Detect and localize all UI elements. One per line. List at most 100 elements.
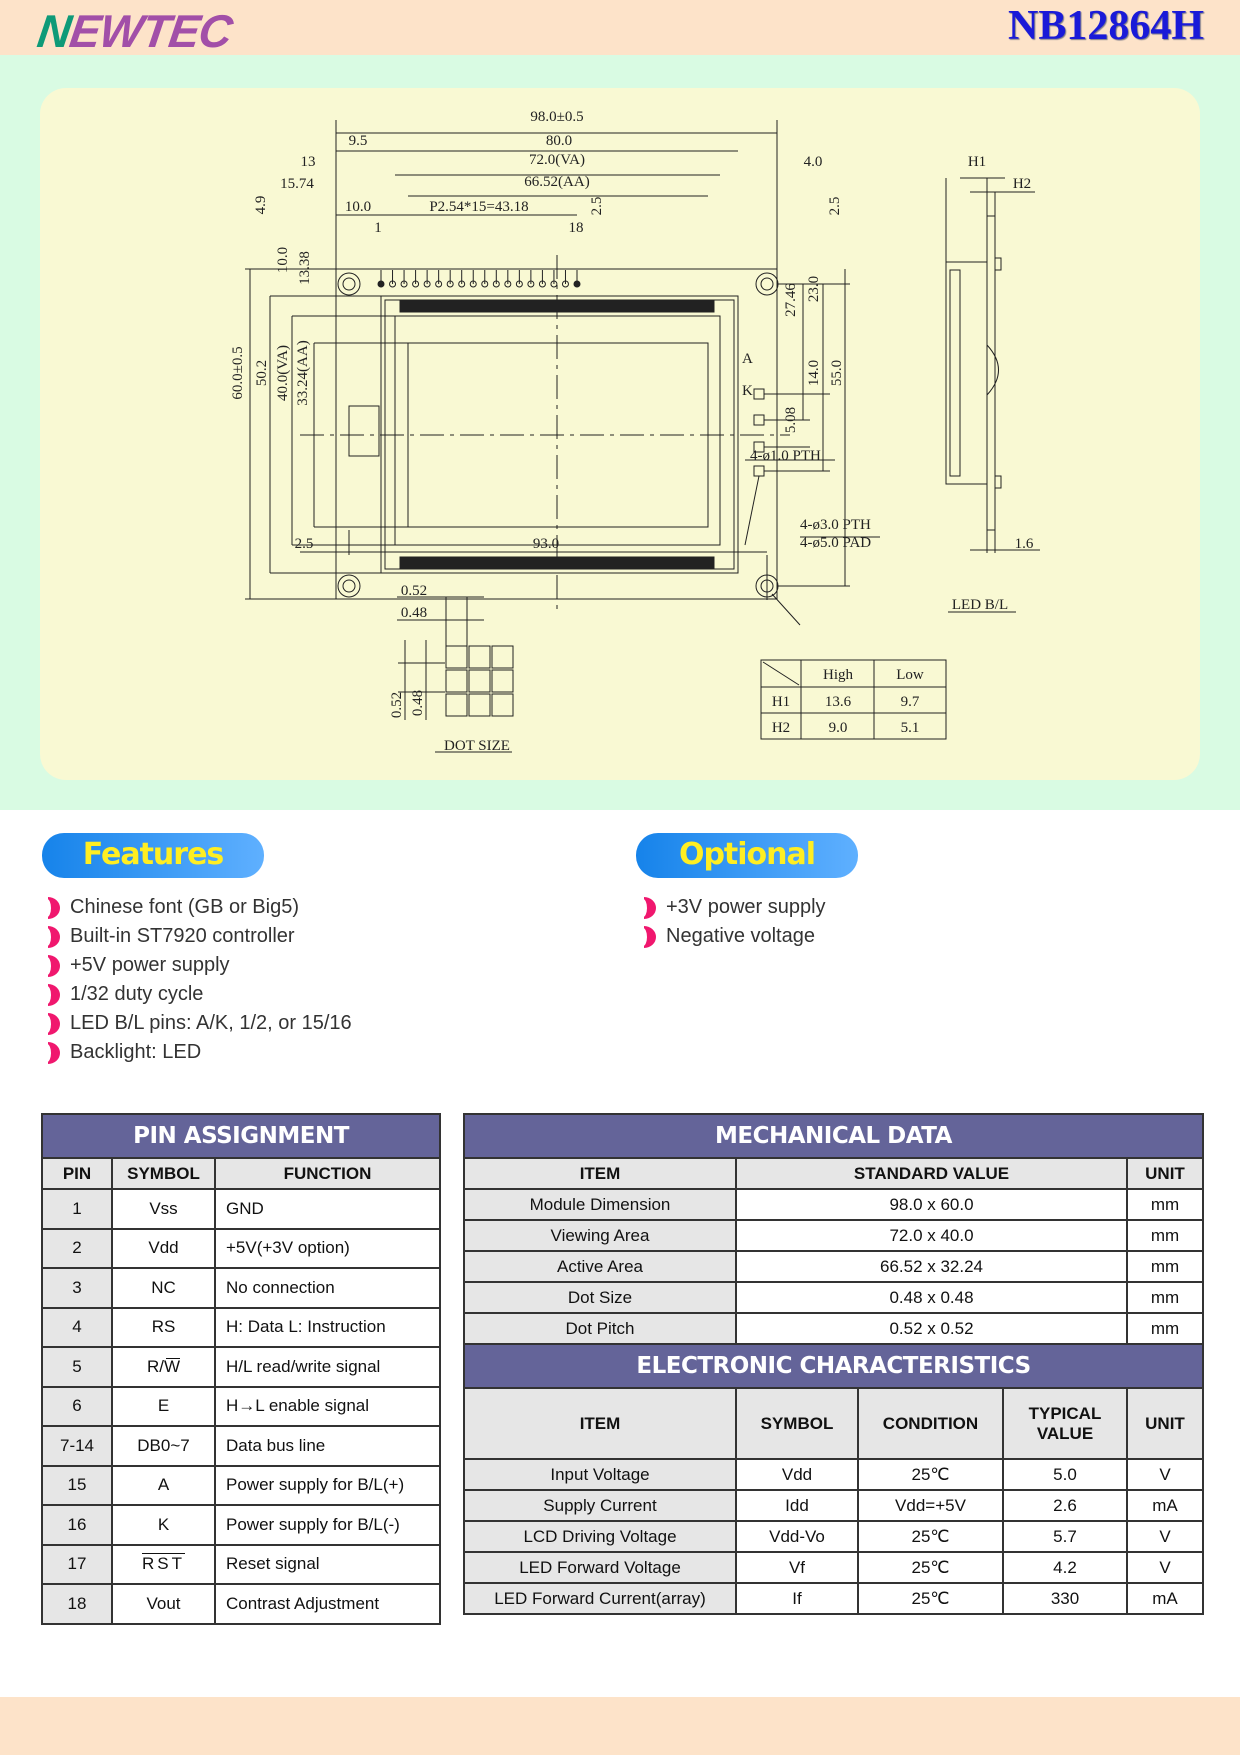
pin-symbol-cell: DB0~7 [111, 1425, 216, 1467]
dot-size-caption: DOT SIZE [444, 738, 510, 754]
col-header: SYMBOL [735, 1387, 859, 1460]
pin-number: 7-14 [41, 1425, 113, 1467]
dot-cell [468, 645, 491, 669]
dim-pin-25: 2.5 [589, 197, 605, 216]
h-table-high-header: High [823, 667, 854, 683]
mechanical-data-table: MECHANICAL DATA ITEM STANDARD VALUE UNIT… [463, 1113, 1204, 1615]
list-item: +3V power supply [639, 893, 826, 922]
elec-unit: V [1126, 1551, 1204, 1584]
pad-large-label: 4-ø5.0 PAD [800, 535, 871, 551]
dim-bottom-25: 2.5 [295, 536, 314, 552]
pin-symbol: Vdd [148, 1238, 179, 1258]
pin-number: 15 [41, 1464, 113, 1506]
pin-symbol: RS [151, 1317, 176, 1337]
dim-508: 5.08 [783, 407, 799, 433]
elec-value: 4.2 [1002, 1551, 1128, 1584]
mech-value: 66.52 x 32.24 [735, 1250, 1128, 1283]
list-item: Built-in ST7920 controller [43, 922, 352, 951]
elec-value: 2.6 [1002, 1489, 1128, 1522]
elec-item: Input Voltage [463, 1458, 737, 1491]
elec-symbol: Vdd [735, 1458, 859, 1491]
h-table-cell: 5.1 [901, 720, 920, 736]
h-table-cell: 13.6 [825, 694, 852, 710]
side-view-pcb [986, 215, 996, 531]
bullet-icon [43, 1041, 60, 1064]
mech-item: Dot Pitch [463, 1312, 737, 1345]
mech-unit: mm [1126, 1219, 1204, 1252]
dim-140: 14.0 [806, 360, 822, 386]
pin-symbol-cell: RS [111, 1306, 216, 1348]
list-item-text: 1/32 duty cycle [70, 983, 204, 1005]
list-item: Backlight: LED [43, 1038, 352, 1067]
pin-function: H→L enable signal [214, 1385, 441, 1427]
bullet-icon [43, 954, 60, 977]
pth-small-label: 4-ø1.0 PTH [750, 448, 821, 464]
mech-unit: mm [1126, 1188, 1204, 1221]
side-tab [348, 405, 380, 457]
mounting-holes [337, 272, 779, 598]
pin-symbol: K [157, 1514, 170, 1534]
col-header: UNIT [1126, 1157, 1204, 1190]
elec-item: LED Forward Current(array) [463, 1582, 737, 1615]
side-view-lcd [945, 261, 988, 485]
dim-top-100: 10.0 [275, 247, 291, 273]
pin-function: H: Data L: Instruction [214, 1306, 441, 1348]
optional-title: Optional [678, 837, 816, 872]
side-h1-label: H1 [968, 154, 986, 170]
dim-overall-width: 98.0±0.5 [530, 109, 583, 125]
elec-item: LCD Driving Voltage [463, 1520, 737, 1553]
pin-symbol: NC [151, 1277, 176, 1297]
pin-number: 17 [41, 1543, 113, 1585]
pth-large-label: 4-ø3.0 PTH [800, 517, 871, 533]
features-title: Features [82, 837, 225, 872]
elec-symbol: Vdd-Vo [735, 1520, 859, 1553]
list-item: Negative voltage [639, 922, 826, 951]
side-h2-label: H2 [1013, 176, 1031, 192]
dot-cell [491, 645, 514, 669]
pin-number: 5 [41, 1346, 113, 1388]
list-item-text: Chinese font (GB or Big5) [70, 896, 299, 918]
dim-va-height: 40.0(VA) [275, 345, 291, 401]
pin-function: Contrast Adjustment [214, 1583, 441, 1625]
mech-value: 98.0 x 60.0 [735, 1188, 1128, 1221]
bullet-icon [43, 896, 60, 919]
pin-symbol-cell: A [111, 1464, 216, 1506]
col-header: TYPICAL VALUE [1002, 1387, 1128, 1460]
elec-unit: mA [1126, 1582, 1204, 1615]
col-header: CONDITION [857, 1387, 1004, 1460]
pin-function: Reset signal [214, 1543, 441, 1585]
elec-symbol: If [735, 1582, 859, 1615]
h-table-low-header: Low [896, 667, 924, 683]
pin-symbol-cell: Vss [111, 1188, 216, 1230]
col-header: PIN [41, 1157, 113, 1190]
features-heading: Features [42, 833, 264, 878]
h1-h2-table [760, 659, 947, 740]
dim-right-4: 4.0 [804, 154, 823, 170]
pin-symbol-cell: Vdd [111, 1227, 216, 1269]
model-number: NB12864H [1007, 3, 1204, 49]
elec-symbol: Idd [735, 1489, 859, 1522]
pin-number: 18 [41, 1583, 113, 1625]
dot-size-v-label: 0.48 [410, 690, 426, 716]
dim-h-502: 50.2 [254, 360, 270, 386]
dim-hole-offset: 9.5 [349, 133, 368, 149]
h-table-row-label: H2 [772, 720, 790, 736]
list-item: LED B/L pins: A/K, 1/2, or 15/16 [43, 1009, 352, 1038]
list-item-text: +5V power supply [70, 954, 230, 976]
elec-condition: 25℃ [857, 1458, 1004, 1491]
dim-top-1338: 13.38 [297, 251, 313, 285]
dot-cell [445, 669, 468, 693]
mech-item: Active Area [463, 1250, 737, 1283]
